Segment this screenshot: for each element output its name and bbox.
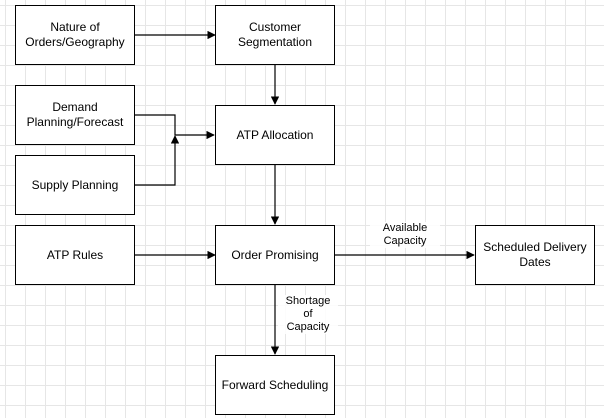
forward-scheduling-node[interactable]: Forward Scheduling <box>215 355 335 415</box>
edge-demand-to-allocation <box>135 114 215 140</box>
available-capacity-label: Available Capacity <box>370 222 440 248</box>
nature-of-orders-node[interactable]: Nature of Orders/Geography <box>15 5 135 65</box>
edge-supply-to-allocation <box>135 135 180 186</box>
demand-planning-node[interactable]: Demand Planning/Forecast <box>15 85 135 145</box>
scheduled-delivery-node[interactable]: Scheduled Delivery Dates <box>475 225 595 285</box>
customer-segmentation-node[interactable]: Customer Segmentation <box>215 5 335 65</box>
atp-allocation-node[interactable]: ATP Allocation <box>215 105 335 165</box>
supply-planning-node[interactable]: Supply Planning <box>15 155 135 215</box>
shortage-of-capacity-label: Shortage of Capacity <box>278 295 338 334</box>
order-promising-node[interactable]: Order Promising <box>215 225 335 285</box>
atp-rules-node[interactable]: ATP Rules <box>15 225 135 285</box>
